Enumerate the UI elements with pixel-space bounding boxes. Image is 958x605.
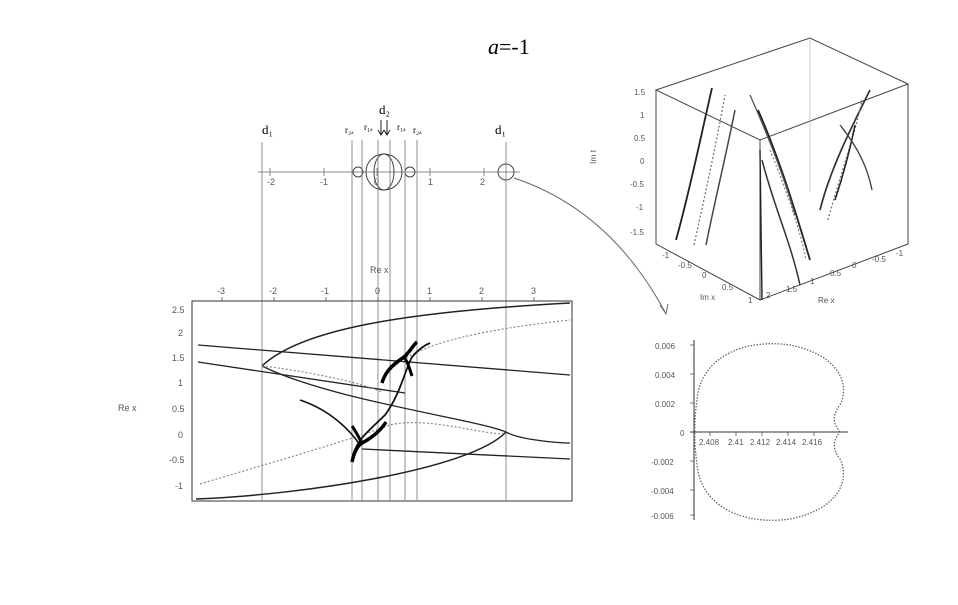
3d-zlabel: Im t xyxy=(588,149,598,164)
plot-3d: Im t 1.5 1 0.5 0 -0.5 -1 -1.5 -1 -0.5 0 … xyxy=(588,37,910,305)
zoom-connector-arrow xyxy=(513,177,666,313)
label-d1-left: d₁ xyxy=(262,122,273,137)
bifurcation-frame xyxy=(191,300,573,502)
label-d1-right: d₁ xyxy=(495,122,506,137)
zoom-ytick: 0 xyxy=(680,429,685,438)
zoom-ytick: -0.002 xyxy=(651,458,674,467)
3d-ztick: 1 xyxy=(640,111,645,120)
bif-ytick: 2.5 xyxy=(172,305,185,315)
3d-ztick: -0.5 xyxy=(630,180,644,189)
zoom-ytick: -0.006 xyxy=(651,512,674,521)
bold-segment-lower-fork xyxy=(350,425,364,444)
3d-xtick: 0 xyxy=(702,271,707,280)
label-r1a-right: r₁ₐ xyxy=(397,122,406,132)
zoom-ytick: 0.006 xyxy=(655,342,676,351)
bifurcation-plot: -3 -2 -1 0 1 2 3 Re x 2.5 2 1.5 1 0.5 0 … xyxy=(118,265,573,502)
bif-xlabel: Re x xyxy=(370,265,389,275)
zoom-ticks xyxy=(690,344,815,516)
bif-xtick: 1 xyxy=(427,286,432,296)
3d-xtick: 1 xyxy=(748,296,753,305)
root-tick-label: -1 xyxy=(320,177,328,187)
bold-segment-upper-fork xyxy=(402,356,414,377)
curve-upper-solid xyxy=(261,302,571,367)
zoom-xtick: 2.41 xyxy=(728,438,744,447)
3d-ytick: 1 xyxy=(810,277,815,286)
root-line-panel: -2 -1 0 1 2 d₁ r₂ₐ r₁ₐ d₂ r₁ₐ r₂ₐ d₁ xyxy=(258,102,520,191)
bif-ytick: 1 xyxy=(178,378,183,388)
bif-ytick: 2 xyxy=(178,328,183,338)
curve-upper-dotted xyxy=(383,319,571,381)
bif-xtick: 3 xyxy=(531,286,536,296)
cube-top-face xyxy=(654,37,910,141)
zoom-connector-arrowhead xyxy=(659,303,669,316)
3d-ytick: -0.5 xyxy=(872,255,886,264)
curve-lower-branch xyxy=(261,365,507,433)
cube-left-face xyxy=(655,90,761,301)
curve-right-tail xyxy=(505,431,571,444)
root-ellipse-inner xyxy=(373,153,395,191)
zoom-xtick: 2.408 xyxy=(699,438,720,447)
d2-arrows xyxy=(377,120,391,136)
bif-xtick: 0 xyxy=(375,286,380,296)
cube-right-face xyxy=(759,84,909,301)
curve-diagonal-low xyxy=(361,448,571,460)
3d-xtick: 0.5 xyxy=(722,283,734,292)
bif-xtick: -2 xyxy=(269,286,277,296)
curve-mid-dotted xyxy=(261,365,383,393)
bif-ytick: -1 xyxy=(175,481,183,491)
zoom-ytick: 0.004 xyxy=(655,371,676,380)
label-r1a-left: r₁ₐ xyxy=(364,122,373,132)
3d-ytick: 1.5 xyxy=(786,285,798,294)
title-rest: =-1 xyxy=(499,34,530,59)
bif-ytick: 1.5 xyxy=(172,353,185,363)
label-d2: d₂ xyxy=(379,102,390,117)
title-symbol: a xyxy=(488,34,499,59)
curve-bottom-solid xyxy=(195,431,507,500)
3d-xtick: -0.5 xyxy=(678,261,692,270)
plot3d-curves xyxy=(675,87,873,301)
3d-ylabel: Re x xyxy=(818,296,834,305)
zoom-xtick: 2.412 xyxy=(750,438,771,447)
zoom-xtick: 2.414 xyxy=(776,438,797,447)
root-circle-small-left xyxy=(352,166,364,178)
bif-xtick: -1 xyxy=(321,286,329,296)
label-r2a-right: r₂ₐ xyxy=(413,125,422,135)
figure-title: a=-1 xyxy=(488,34,530,59)
root-tick-label: 1 xyxy=(428,177,433,187)
root-tick-label: 2 xyxy=(480,177,485,187)
3d-ytick: 2 xyxy=(766,291,771,300)
bif-ytick: 0.5 xyxy=(172,404,185,414)
3d-ztick: -1.5 xyxy=(630,228,644,237)
bif-ytick: -0.5 xyxy=(169,455,185,465)
curve-diagonal-mid xyxy=(197,361,406,394)
root-tick-label: 0 xyxy=(374,177,379,187)
root-axis-ticks xyxy=(269,168,485,176)
curve-s-lower-arm xyxy=(299,399,361,446)
3d-ytick: -1 xyxy=(896,249,904,258)
3d-ytick: 0.5 xyxy=(830,269,842,278)
bif-ytick: 0 xyxy=(178,430,183,440)
bif-ylabel: Re x xyxy=(118,403,137,413)
guide-lines xyxy=(261,140,507,500)
curve-s-shape xyxy=(351,342,431,461)
3d-ztick: -1 xyxy=(636,203,644,212)
root-tick-label: -2 xyxy=(267,177,275,187)
curve-diagonal-upper xyxy=(197,344,571,376)
bif-xtick: 2 xyxy=(479,286,484,296)
3d-ztick: 0 xyxy=(640,157,645,166)
zoom-xtick: 2.416 xyxy=(802,438,823,447)
bif-xtick: -3 xyxy=(217,286,225,296)
3d-xtick: -1 xyxy=(662,251,670,260)
3d-xlabel: Im x xyxy=(700,293,715,302)
zoom-cardioid-curve xyxy=(694,343,845,521)
3d-ytick: 0 xyxy=(852,261,857,270)
zoom-plot: 0.006 0.004 0.002 0 -0.002 -0.004 -0.006… xyxy=(651,340,848,521)
3d-ztick: 0.5 xyxy=(634,134,646,143)
zoom-ytick: 0.002 xyxy=(655,400,676,409)
zoom-ytick: -0.004 xyxy=(651,487,674,496)
bifurcation-xticks xyxy=(221,297,535,301)
label-r2a-left: r₂ₐ xyxy=(345,125,354,135)
3d-ztick: 1.5 xyxy=(634,88,646,97)
